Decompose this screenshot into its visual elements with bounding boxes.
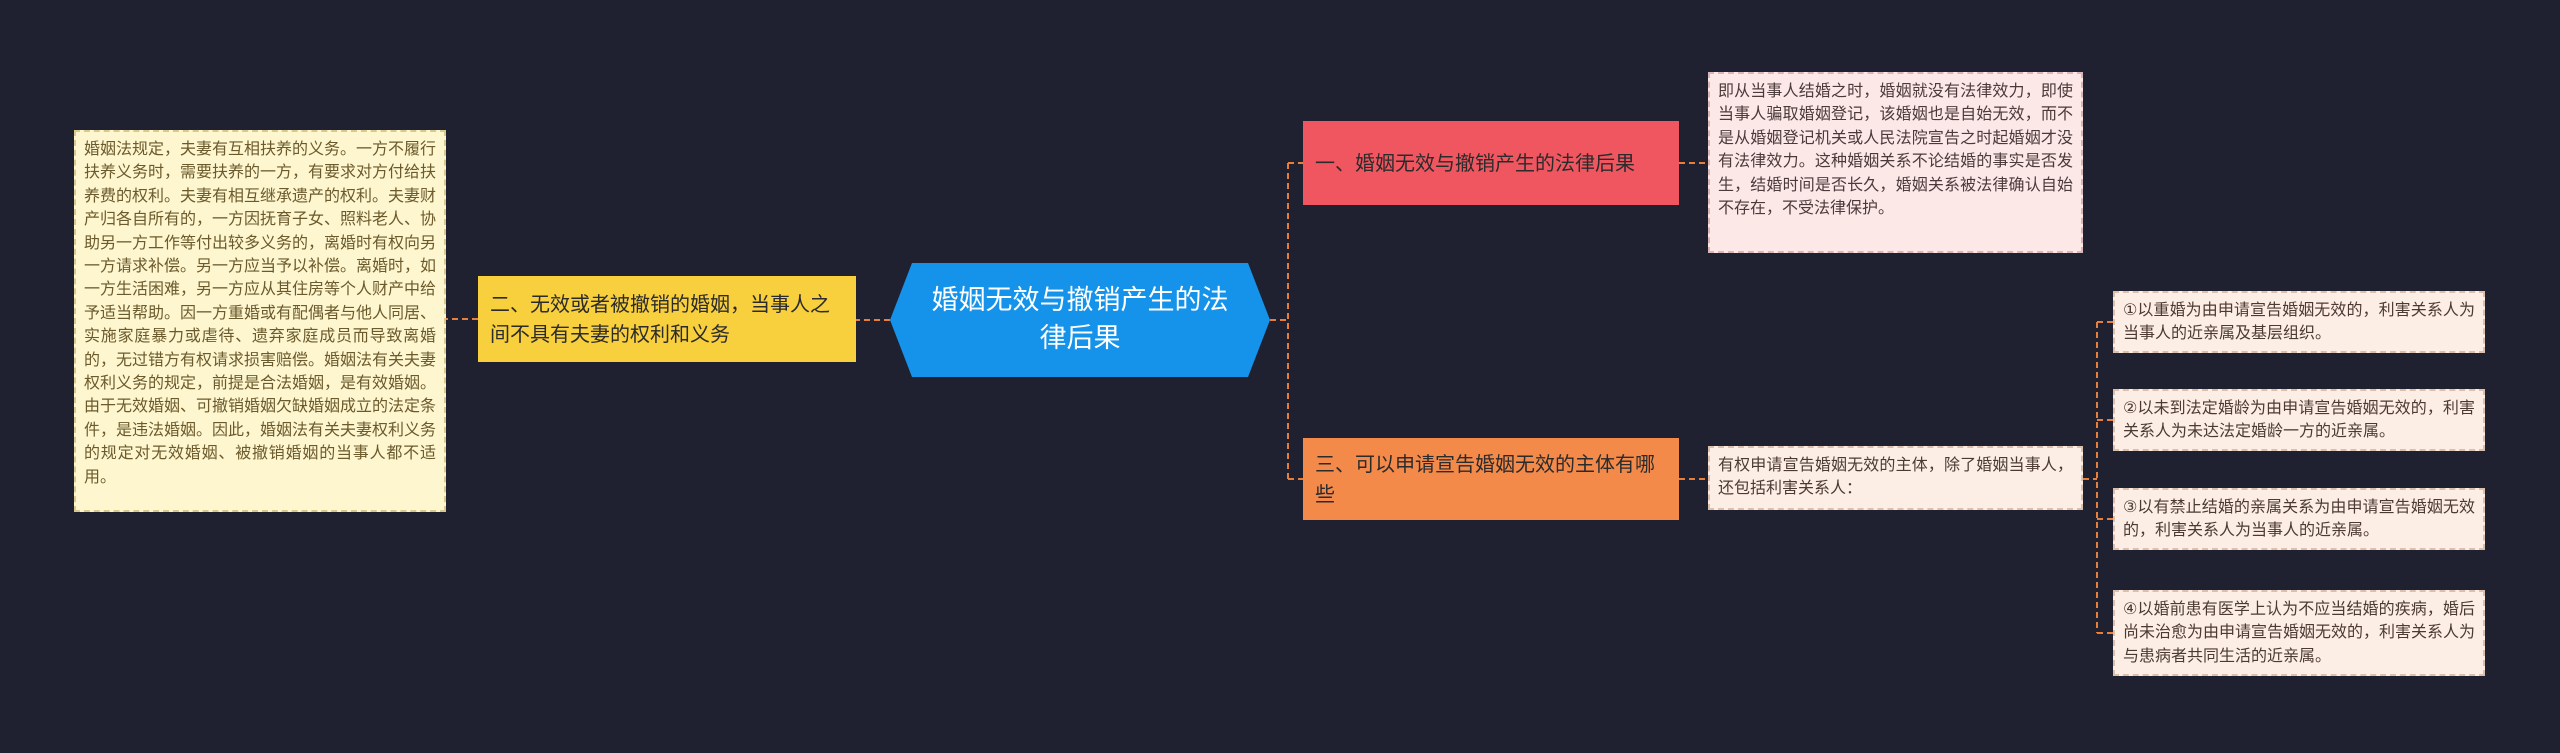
leaf-subject-disease[interactable]: ④以婚前患有医学上认为不应当结婚的疾病，婚后尚未治愈为由申请宣告婚姻无效的，利害… xyxy=(2113,590,2485,676)
branch-applicant-subjects-label: 三、可以申请宣告婚姻无效的主体有哪些 xyxy=(1315,452,1655,506)
leaf-consequence-detail-text: 即从当事人结婚之时，婚姻就没有法律效力，即使当事人骗取婚姻登记，该婚姻也是自始无… xyxy=(1718,81,2073,218)
leaf-subject-bigamy-text: ①以重婚为由申请宣告婚姻无效的，利害关系人为当事人的近亲属及基层组织。 xyxy=(2123,300,2475,343)
central-topic-title: 婚姻无效与撤销产生的法律后果 xyxy=(931,285,1229,354)
leaf-consequence-detail[interactable]: 即从当事人结婚之时，婚姻就没有法律效力，即使当事人骗取婚姻登记，该婚姻也是自始无… xyxy=(1708,72,2083,253)
branch-applicant-subjects[interactable]: 三、可以申请宣告婚姻无效的主体有哪些 xyxy=(1303,438,1679,520)
leaf-rights-detail-text: 婚姻法规定，夫妻有互相扶养的义务。一方不履行扶养义务时，需要扶养的一方，有要求对… xyxy=(84,139,437,486)
leaf-subject-disease-text: ④以婚前患有医学上认为不应当结婚的疾病，婚后尚未治愈为由申请宣告婚姻无效的，利害… xyxy=(2123,599,2476,665)
leaf-subjects-intro-text: 有权申请宣告婚姻无效的主体，除了婚姻当事人，还包括利害关系人： xyxy=(1718,455,2073,498)
branch-legal-consequence-label: 一、婚姻无效与撤销产生的法律后果 xyxy=(1315,151,1635,175)
leaf-subjects-intro[interactable]: 有权申请宣告婚姻无效的主体，除了婚姻当事人，还包括利害关系人： xyxy=(1708,446,2083,510)
leaf-subject-underage-text: ②以未到法定婚龄为由申请宣告婚姻无效的，利害关系人为未达法定婚龄一方的近亲属。 xyxy=(2123,398,2475,441)
branch-rights-obligations-label: 二、无效或者被撤销的婚姻，当事人之间不具有夫妻的权利和义务 xyxy=(490,292,830,346)
leaf-subject-prohibited-relation[interactable]: ③以有禁止结婚的亲属关系为由申请宣告婚姻无效的，利害关系人为当事人的近亲属。 xyxy=(2113,488,2485,550)
leaf-rights-detail[interactable]: 婚姻法规定，夫妻有互相扶养的义务。一方不履行扶养义务时，需要扶养的一方，有要求对… xyxy=(74,130,446,512)
connector-right-trunk xyxy=(1270,162,1303,480)
leaf-subject-prohibited-relation-text: ③以有禁止结婚的亲属关系为由申请宣告婚姻无效的，利害关系人为当事人的近亲属。 xyxy=(2123,497,2475,540)
branch-legal-consequence[interactable]: 一、婚姻无效与撤销产生的法律后果 xyxy=(1303,121,1679,205)
leaf-subject-bigamy[interactable]: ①以重婚为由申请宣告婚姻无效的，利害关系人为当事人的近亲属及基层组织。 xyxy=(2113,291,2485,353)
central-topic[interactable]: 婚姻无效与撤销产生的法律后果 xyxy=(890,263,1270,377)
leaf-subject-underage[interactable]: ②以未到法定婚龄为由申请宣告婚姻无效的，利害关系人为未达法定婚龄一方的近亲属。 xyxy=(2113,389,2485,451)
branch-rights-obligations[interactable]: 二、无效或者被撤销的婚姻，当事人之间不具有夫妻的权利和义务 xyxy=(478,276,856,362)
connector-sub-trunk xyxy=(2083,321,2113,634)
